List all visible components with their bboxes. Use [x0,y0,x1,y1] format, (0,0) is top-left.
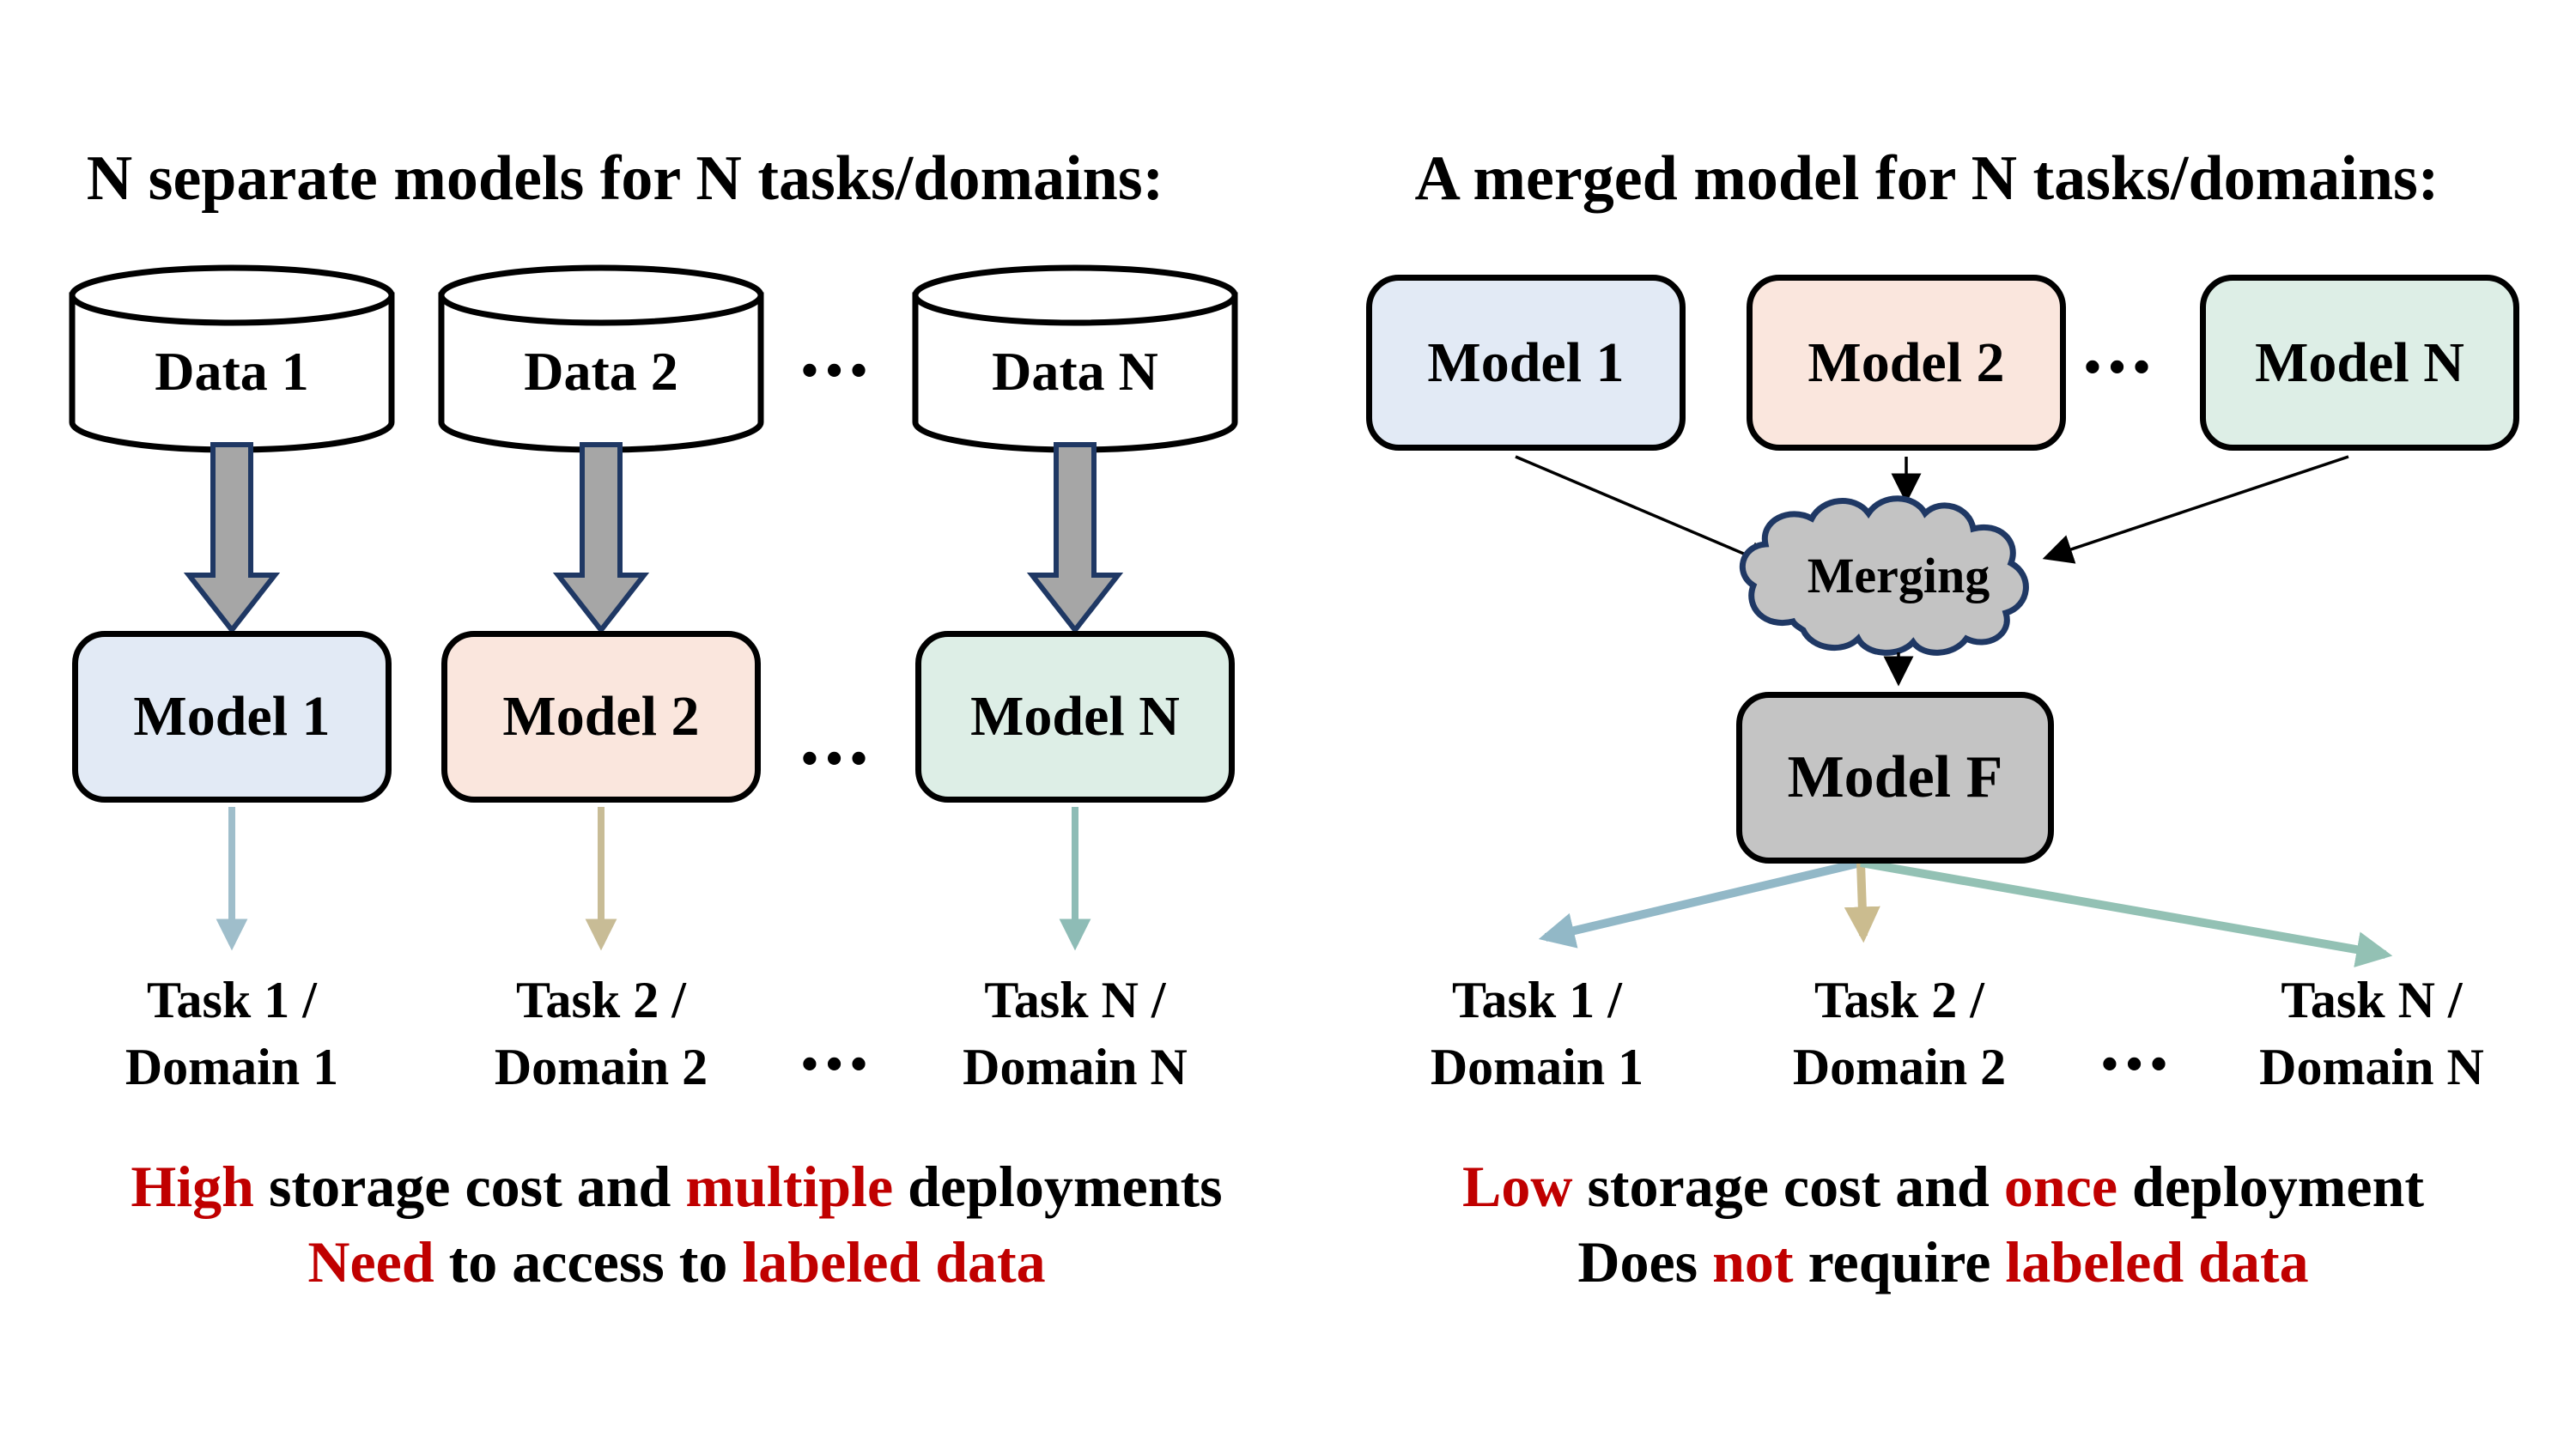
summary-segment: storage cost and [253,1154,686,1219]
merged-model-box: Model F [1736,692,2054,864]
thick-down-arrow-icon-2 [552,442,650,634]
merged-model-label: Model F [1787,744,2003,810]
fan-arrow-icon-n [1860,858,2393,967]
left-model-box-n: Model N [915,631,1235,803]
domain-line: Domain N [2259,1039,2484,1095]
domain-line: Domain 1 [1430,1039,1644,1095]
right-model-label-1: Model 1 [1427,330,1625,394]
summary-segment: deployment [2117,1154,2425,1219]
summary-segment: to access to [434,1229,743,1294]
right-summary-line-2: Does not require labeled data [1299,1228,2576,1298]
data-node-label-1: Data 1 [155,340,309,402]
summary-segment: deployments [893,1154,1223,1219]
summary-segment: High [131,1154,254,1219]
right-model-label-2: Model 2 [1807,330,2005,394]
model-ellipsis: ••• [801,732,875,785]
left-summary-line-1: High storage cost and multiple deploymen… [33,1152,1321,1222]
right-model-box-1: Model 1 [1366,275,1686,451]
fan-arrow-icon-1 [1538,858,1862,949]
summary-segment: once [2003,1154,2118,1219]
thick-down-arrow-icon-1 [183,442,281,634]
left-summary-line-2: Need to access to labeled data [33,1228,1321,1298]
left-model-box-1: Model 1 [72,631,392,803]
database-icon-2 [438,264,764,453]
summary-segment: storage cost and [1572,1154,2004,1219]
left-model-label-1: Model 1 [133,685,331,748]
database-icon-1 [69,264,395,453]
right-model-ellipsis: ••• [2084,341,2158,394]
thick-down-arrow-icon-n [1026,442,1124,634]
domain-line: Domain 2 [494,1039,708,1095]
summary-segment: labeled data [2005,1229,2309,1294]
left-task-label-1: Task 1 / Domain 1 [60,967,404,1100]
task-line: Task 1 / [147,972,317,1028]
merging-cloud-label: Merging [1807,547,1990,603]
merge-input-arrow-icon-n [2042,455,2349,564]
left-model-box-2: Model 2 [441,631,761,803]
right-task-label-1: Task 1 / Domain 1 [1365,967,1709,1100]
right-model-box-2: Model 2 [1747,275,2066,451]
data-node-label-2: Data 2 [524,340,678,402]
data-ellipsis: ••• [801,344,875,397]
summary-segment: Does [1577,1229,1713,1294]
left-task-label-n: Task N / Domain N [903,967,1247,1100]
left-task-label-2: Task 2 / Domain 2 [429,967,773,1100]
left-model-label-n: Model N [970,685,1180,748]
domain-line: Domain 2 [1792,1039,2007,1095]
summary-segment: multiple [685,1154,894,1219]
domain-line: Domain 1 [125,1039,339,1095]
left-model-label-2: Model 2 [502,685,700,748]
task-line: Task 2 / [516,972,686,1028]
summary-segment: Need [307,1229,434,1294]
merge-input-arrow-icon-1 [1515,455,1777,570]
right-panel-title: A merged model for N tasks/domains: [1414,143,2439,214]
task-line: Task 1 / [1452,972,1622,1028]
right-model-label-n: Model N [2255,330,2464,394]
summary-segment: labeled data [742,1229,1046,1294]
task-ellipsis: ••• [801,1038,875,1091]
task-line: Task N / [984,972,1166,1028]
right-task-label-n: Task N / Domain N [2200,967,2543,1100]
domain-line: Domain N [963,1039,1188,1095]
fan-arrow-icon-2 [1844,862,1880,943]
right-task-ellipsis: ••• [2101,1038,2175,1091]
right-task-label-2: Task 2 / Domain 2 [1728,967,2071,1100]
task-line: Task 2 / [1814,972,1984,1028]
data-node-label-n: Data N [992,340,1158,402]
left-panel-title: N separate models for N tasks/domains: [86,143,1164,214]
summary-segment: not [1712,1229,1794,1294]
merging-cloud-icon [1739,495,2029,656]
right-model-box-n: Model N [2200,275,2519,451]
summary-segment: Low [1461,1154,1573,1219]
right-summary-line-1: Low storage cost and once deployment [1299,1152,2576,1222]
task-line: Task N / [2281,972,2463,1028]
summary-segment: require [1793,1229,2006,1294]
